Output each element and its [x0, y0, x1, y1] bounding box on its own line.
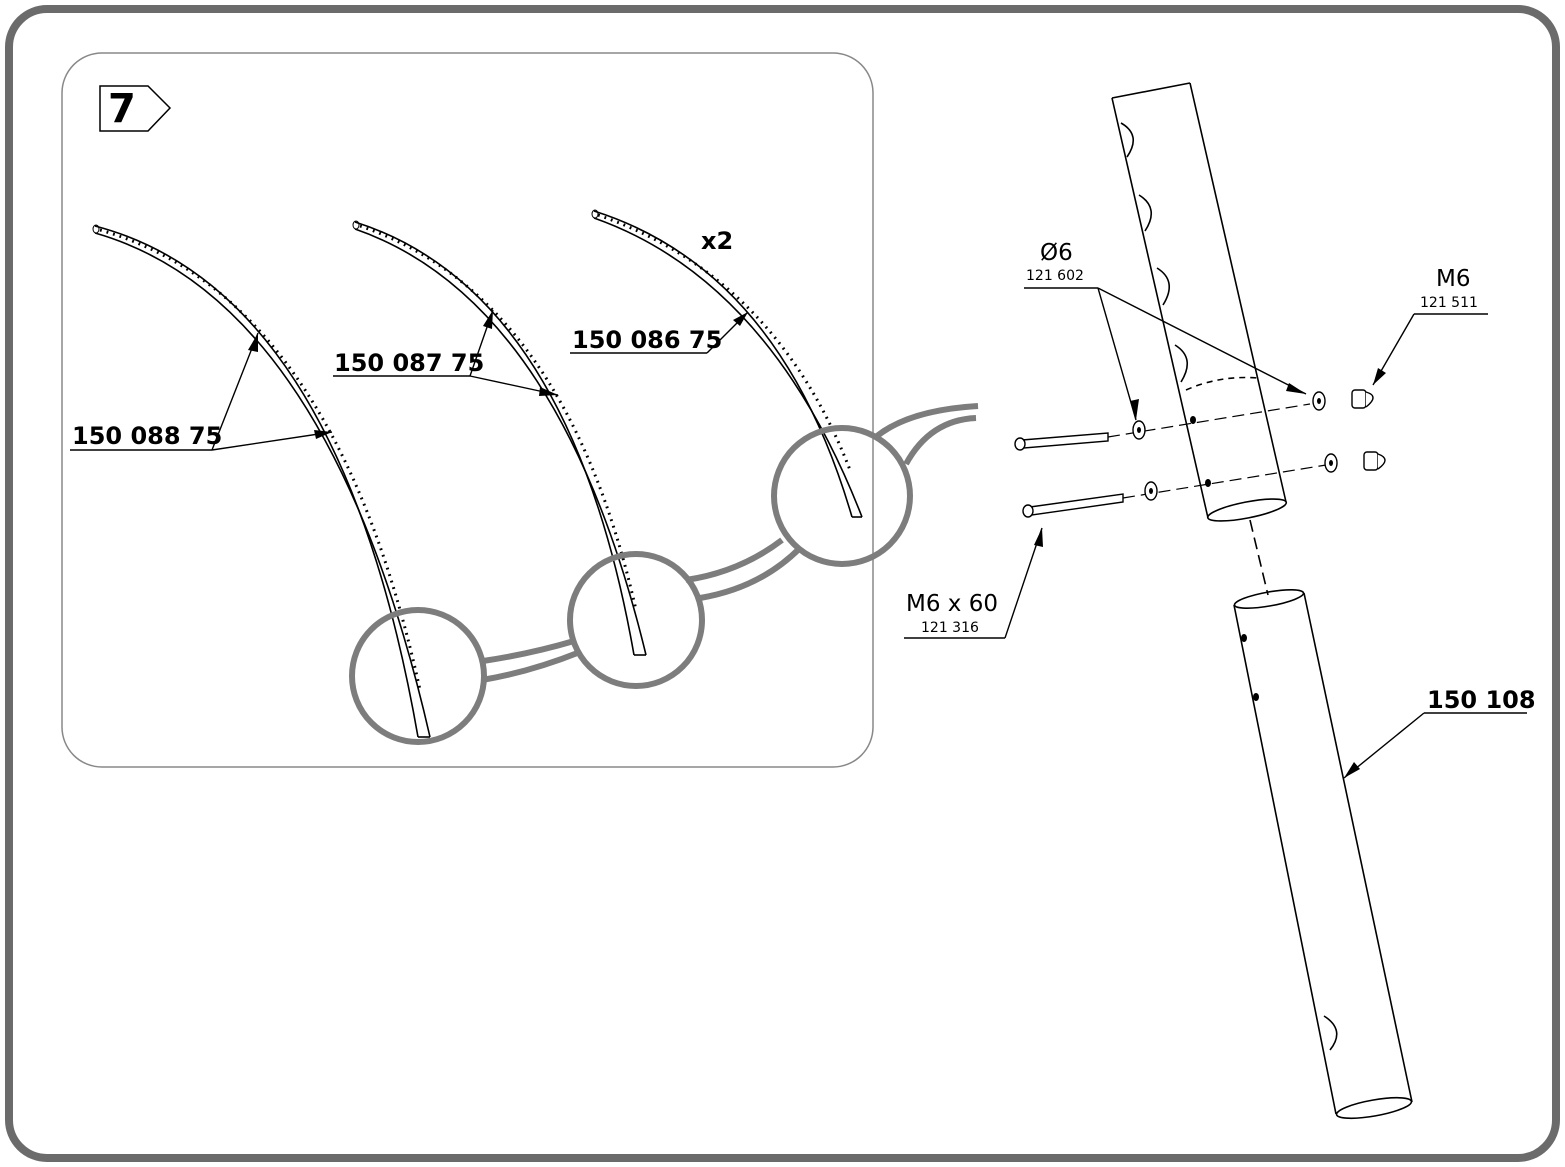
leader-arrowheads-arcs [248, 310, 748, 439]
bolt-upper [1014, 432, 1109, 451]
washer [1132, 391, 1338, 501]
washer-ref: 121 602 [1026, 268, 1084, 284]
lower-tube-holes [1241, 634, 1259, 701]
part-label-arc-long: 150 088 75 [72, 422, 223, 450]
washer-holes [1137, 398, 1333, 494]
zoom-callout [349, 403, 979, 745]
arc-tube-short [591, 209, 863, 518]
tube-label: 150 108 [1427, 686, 1536, 714]
cap-nut-upper [1351, 389, 1374, 409]
step-badge [99, 85, 172, 132]
part-label-arc-short: 150 086 75 [572, 326, 723, 354]
leader-lines-hardware [904, 287, 1527, 779]
part-label-arc-mid: 150 087 75 [334, 349, 485, 377]
quantity-label: x2 [701, 227, 734, 255]
lower-tube [1233, 519, 1413, 1120]
bolt-label: M6 x 60 [906, 591, 998, 617]
arc-tube-long [92, 224, 431, 738]
outer-frame [5, 5, 1560, 1162]
bolt-lower [1022, 493, 1124, 518]
cap-nut-lower [1363, 451, 1386, 471]
assembly-axes [1107, 403, 1327, 499]
nut-label: M6 [1436, 266, 1471, 292]
detail-panel [61, 52, 874, 768]
step-number: 7 [108, 86, 136, 132]
leader-arrowheads-hardware [1034, 368, 1386, 778]
washer-label: Ø6 [1040, 240, 1073, 266]
nut-ref: 121 511 [1420, 295, 1478, 311]
bolt-ref: 121 316 [921, 620, 979, 636]
upper-tube-holes [1190, 416, 1211, 487]
upper-tube [1111, 82, 1288, 522]
